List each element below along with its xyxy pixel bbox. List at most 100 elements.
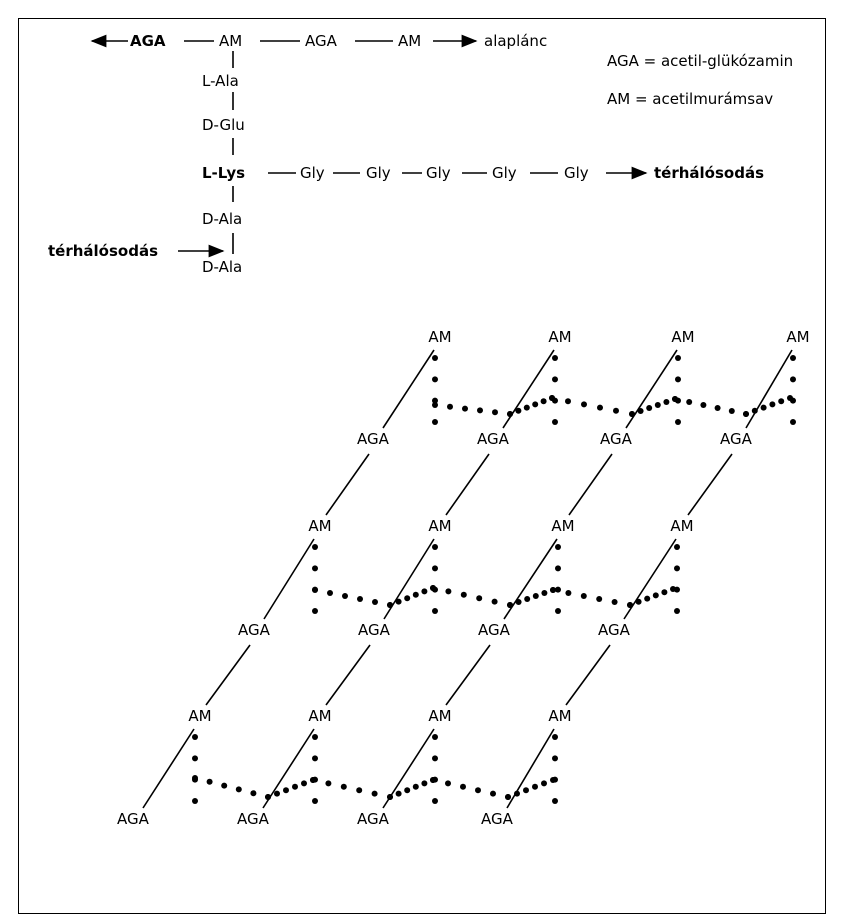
peptide-dot	[597, 404, 603, 411]
peptide-dot	[637, 408, 644, 414]
peptide-dot	[524, 596, 531, 602]
peptide-dot	[327, 590, 333, 596]
peptide-dot	[505, 794, 511, 800]
peptide-dot	[552, 798, 558, 804]
peptide-dot	[274, 790, 280, 797]
peptide-dot	[540, 398, 547, 405]
glycan-bond	[142, 728, 195, 809]
bridge-gly-4: Gly	[492, 164, 517, 182]
peptide-dot	[432, 608, 438, 614]
peptide-dot	[532, 401, 539, 408]
peptide-dot	[714, 405, 721, 411]
legend-aga: AGA = acetil-glükózamin	[607, 52, 793, 70]
glycan-bond	[568, 453, 613, 516]
peptide-dot	[310, 777, 316, 783]
peptide-dot	[790, 419, 796, 425]
peptide-dot	[312, 755, 318, 762]
peptide-dot	[541, 780, 547, 787]
peptide-dot	[490, 790, 496, 797]
peptide-dot	[432, 376, 438, 383]
am-node: AM	[188, 707, 211, 725]
peptide-dot	[550, 777, 556, 783]
peptide-dot	[312, 565, 318, 572]
residue-d-ala-2: D-Ala	[202, 258, 242, 276]
peptide-dot	[387, 794, 393, 800]
peptide-dot	[613, 407, 619, 414]
peptide-dot	[507, 411, 513, 417]
glycan-bond	[325, 644, 371, 706]
peptide-dot	[674, 608, 680, 614]
peptide-dot	[787, 395, 793, 401]
peptide-dot	[342, 593, 348, 599]
glycan-bond	[565, 644, 611, 706]
bridge-gly-1: Gly	[300, 164, 325, 182]
peptide-dot	[515, 599, 522, 605]
aga-node: AGA	[237, 810, 270, 828]
glycan-bond	[382, 349, 435, 429]
peptide-dot	[432, 402, 438, 408]
peptide-dot	[580, 593, 587, 599]
peptide-dot	[751, 407, 758, 414]
peptide-dot	[790, 355, 796, 361]
glycan-bond	[445, 453, 490, 516]
peptide-dot	[769, 401, 776, 408]
peptide-dot	[661, 589, 668, 596]
am-node: AM	[548, 328, 571, 346]
peptide-dot	[404, 787, 411, 794]
peptide-dot	[432, 544, 438, 550]
aga-node: AGA	[600, 430, 633, 448]
peptide-dot	[565, 398, 571, 405]
am-node: AM	[308, 707, 331, 725]
am-node: AM	[551, 517, 574, 535]
am-node: AM	[428, 517, 451, 535]
figure-frame	[18, 18, 826, 914]
glycan-bond	[745, 349, 793, 429]
peptide-dot	[460, 591, 467, 598]
peptide-dot	[552, 734, 558, 740]
peptide-dot	[432, 798, 438, 804]
peptide-dot	[523, 787, 529, 794]
glycan-bond	[205, 644, 251, 706]
residue-d-glu: D-Glu	[202, 116, 245, 134]
peptide-dot	[514, 790, 520, 797]
peptide-dot	[507, 602, 513, 608]
am-node: AM	[548, 707, 571, 725]
peptide-dot	[447, 403, 453, 410]
peptide-dot	[460, 783, 466, 790]
peptide-dot	[192, 755, 198, 762]
peptide-dot	[192, 775, 198, 781]
peptide-dot	[445, 780, 451, 787]
crosslink-right-label: térhálósodás	[654, 164, 764, 182]
glycan-bond	[325, 453, 370, 516]
peptide-dot	[432, 419, 438, 425]
peptide-dot	[192, 798, 198, 804]
glycan-bond	[262, 728, 315, 809]
residue-l-ala: L-Ala	[202, 72, 239, 90]
legend-am: AM = acetilmurámsav	[607, 90, 773, 108]
residue-l-lys: L-Lys	[202, 164, 245, 182]
peptide-dot	[611, 599, 618, 605]
peptide-dot	[675, 376, 681, 383]
peptide-dot	[515, 407, 522, 414]
peptide-dot	[475, 787, 481, 794]
aga-node: AGA	[357, 430, 390, 448]
aga-node: AGA	[720, 430, 753, 448]
peptide-dot	[371, 790, 378, 797]
peptide-dot	[221, 782, 228, 789]
peptide-dot	[356, 787, 363, 794]
peptide-dot	[395, 790, 402, 797]
peptide-dot	[432, 734, 438, 740]
peptide-dot	[421, 588, 428, 595]
peptide-dot	[340, 783, 347, 790]
bridge-gly-2: Gly	[366, 164, 391, 182]
peptide-dot	[412, 783, 419, 790]
glycan-bond	[506, 728, 555, 809]
peptide-dot	[312, 587, 318, 593]
peptide-dot	[565, 590, 572, 596]
peptide-dot	[552, 755, 558, 762]
aga-node: AGA	[598, 621, 631, 639]
peptide-dot	[312, 798, 318, 804]
am-node: AM	[670, 517, 693, 535]
peptide-dot	[430, 777, 436, 783]
